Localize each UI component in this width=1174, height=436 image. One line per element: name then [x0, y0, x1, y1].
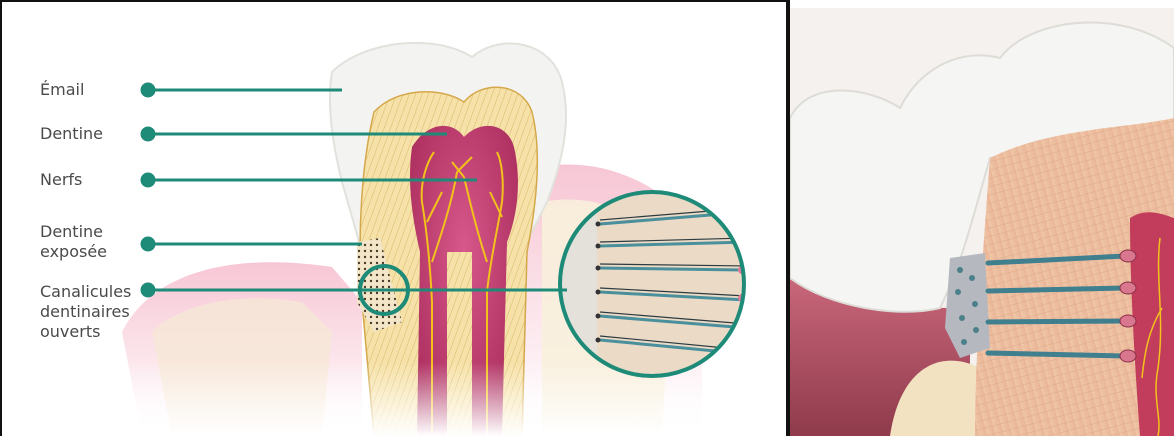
tooth-diagram-panel: Émail Dentine Nerfs Dentine exposée Cana… [0, 0, 786, 436]
tooth-cross-section-illustration [2, 2, 786, 436]
label-email: Émail [40, 80, 84, 100]
label-dentine: Dentine [40, 124, 103, 144]
closeup-illustration-panel [790, 8, 1174, 436]
label-dentine-exposee: Dentine exposée [40, 222, 107, 262]
tooth-closeup-illustration [790, 8, 1174, 436]
label-canalicules: Canalicules dentinaires ouverts [40, 282, 131, 342]
label-nerfs: Nerfs [40, 170, 82, 190]
